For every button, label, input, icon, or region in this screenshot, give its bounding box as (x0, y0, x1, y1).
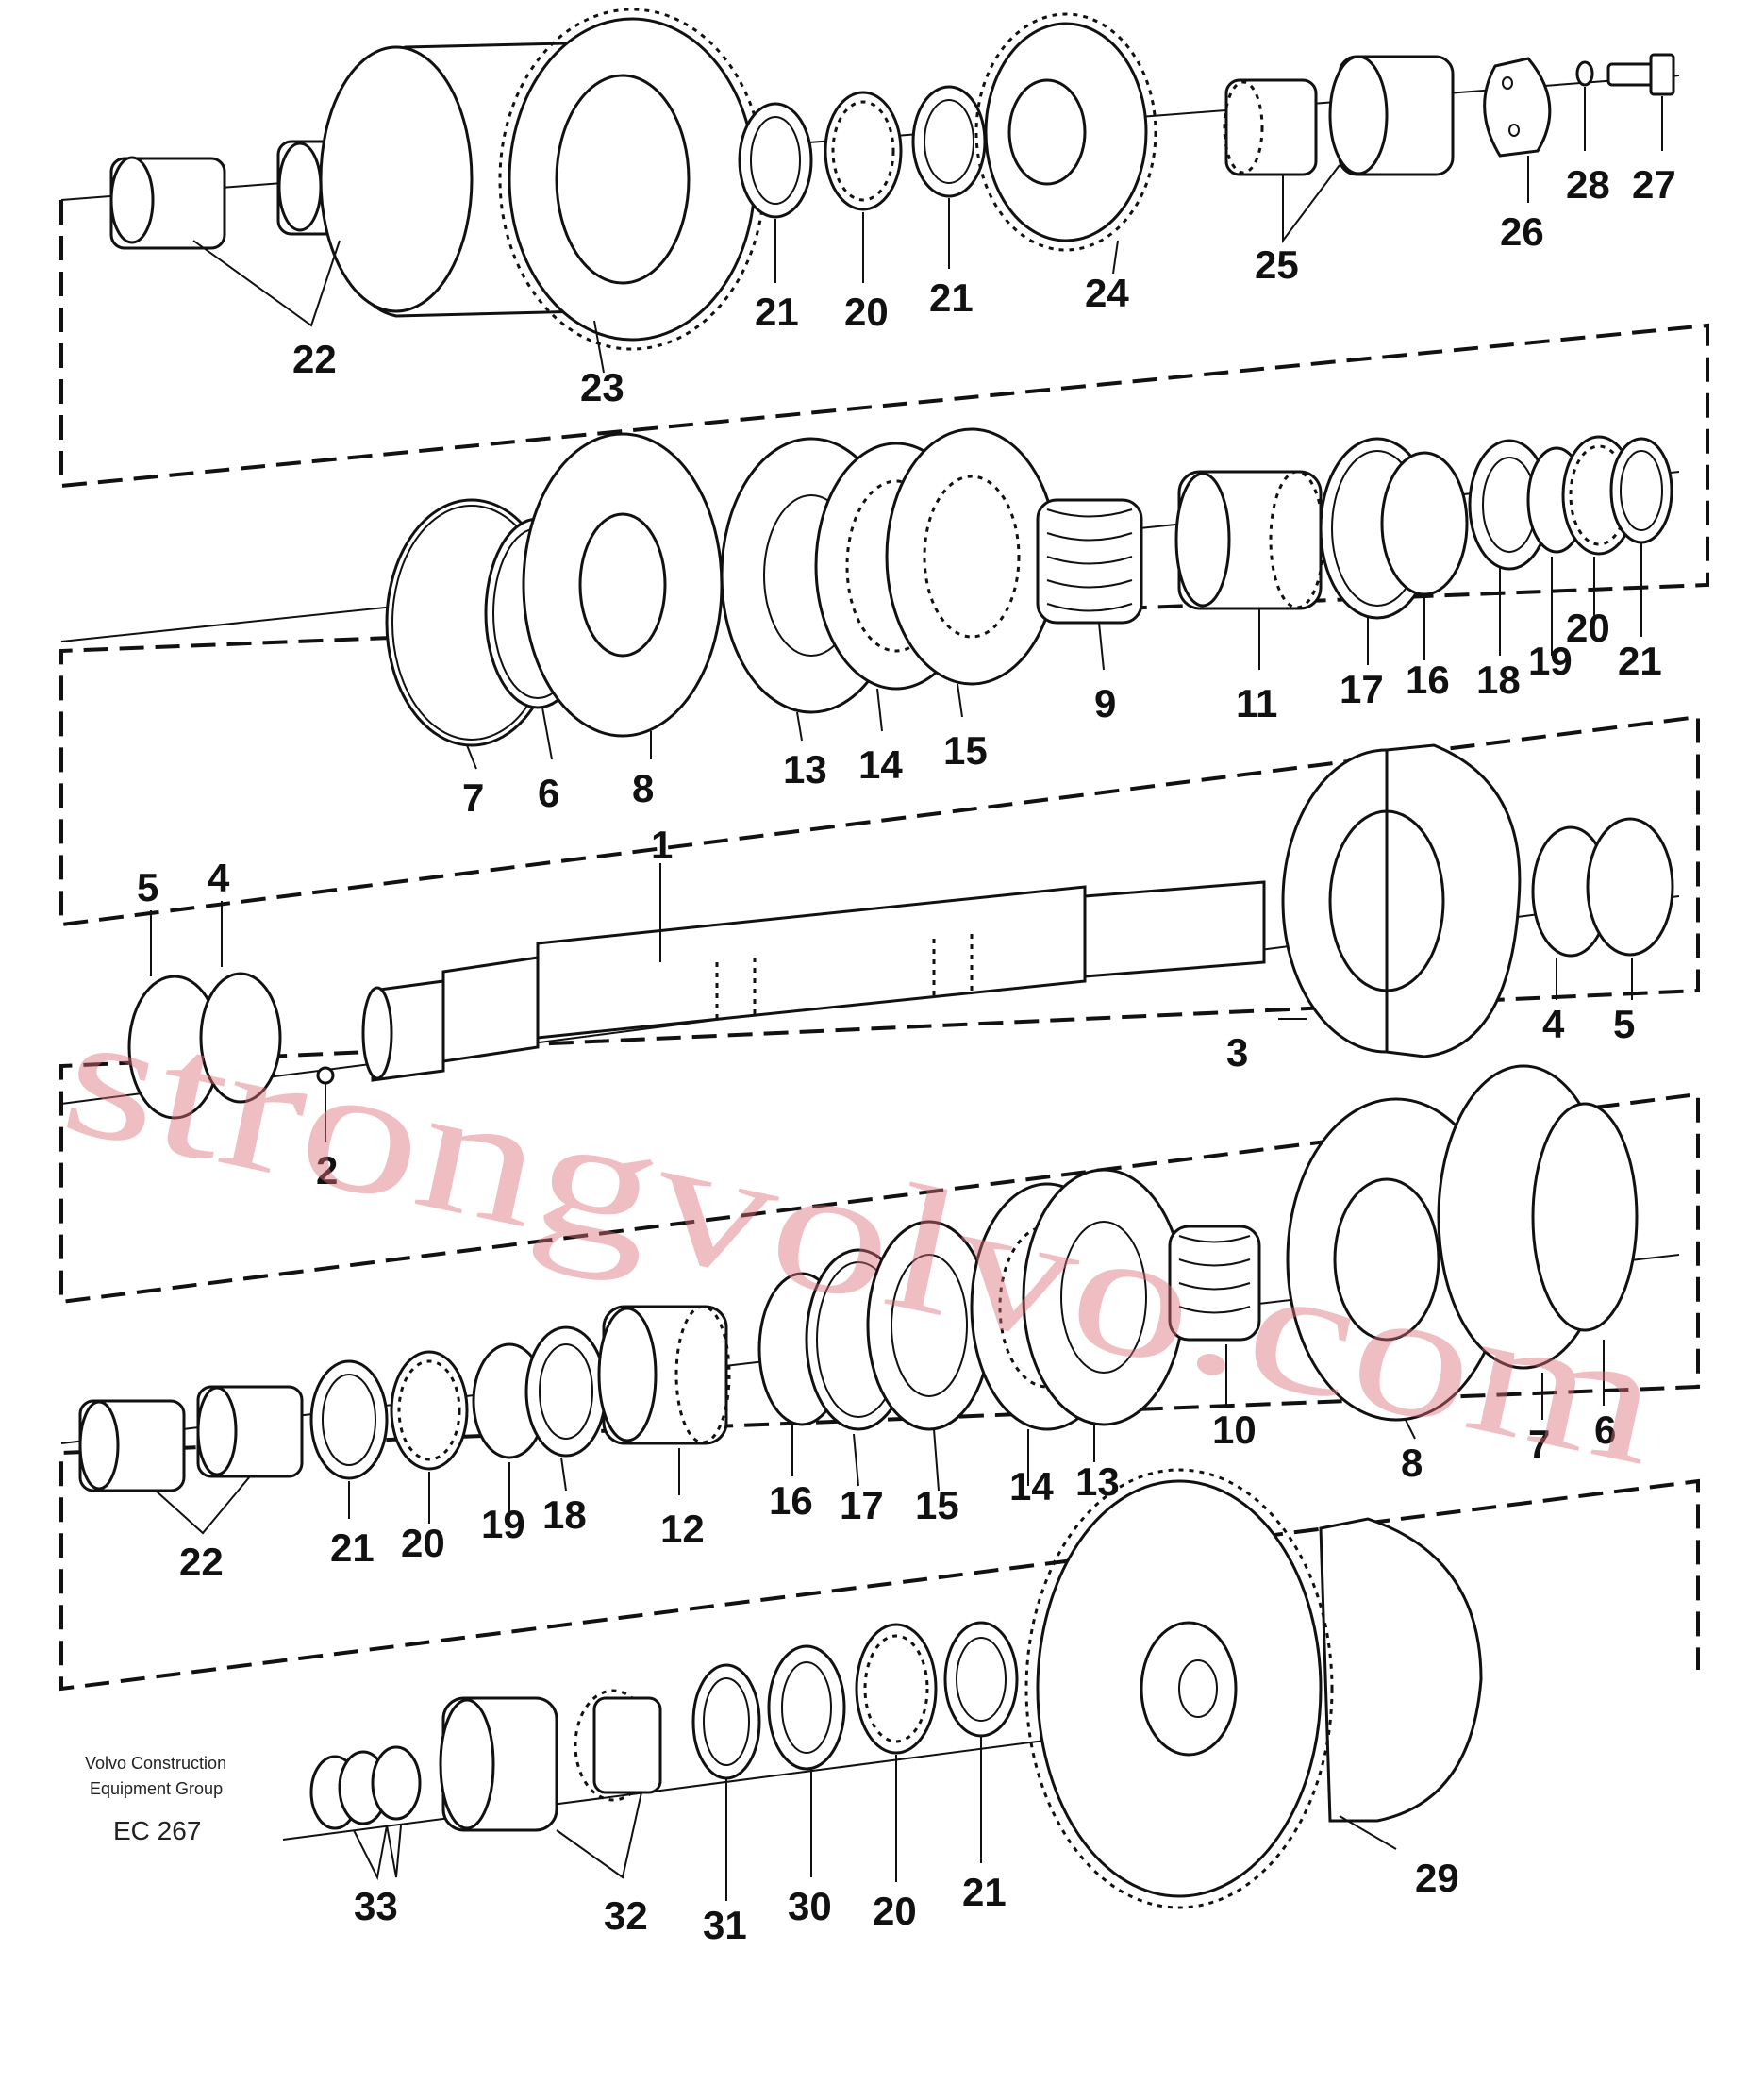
callout-15-upper: 15 (943, 728, 988, 773)
callout-10: 10 (1212, 1408, 1257, 1452)
footer-code: EC 267 (113, 1816, 201, 1845)
shaft-1 (361, 880, 1266, 1082)
callout-24: 24 (1085, 271, 1129, 315)
callout-22-top: 22 (292, 337, 337, 381)
piston-8-upper (522, 432, 724, 738)
callout-21-lower: 21 (330, 1525, 375, 1570)
callout-33: 33 (354, 1884, 398, 1928)
callout-21-top-b: 21 (929, 275, 974, 320)
callout-14-lower: 14 (1009, 1464, 1054, 1508)
ring-30 (767, 1644, 846, 1771)
callout-11: 11 (1236, 681, 1277, 725)
callout-20-bottom: 20 (873, 1889, 917, 1933)
gear-24 (974, 12, 1157, 252)
footer-company-line2: Equipment Group (90, 1779, 223, 1798)
callout-2: 2 (316, 1148, 338, 1192)
callout-21-upper: 21 (1618, 639, 1662, 683)
callout-28: 28 (1566, 162, 1610, 207)
footer-company-line1: Volvo Construction (85, 1754, 226, 1773)
bearing-25 (1223, 55, 1455, 176)
callout-31: 31 (703, 1903, 747, 1947)
hub-12 (597, 1305, 731, 1445)
callout-4-right: 4 (1542, 1002, 1565, 1046)
callout-16-lower: 16 (769, 1478, 813, 1523)
callout-8-lower: 8 (1401, 1441, 1423, 1485)
footer: Volvo Construction Equipment Group EC 26… (85, 1754, 226, 1845)
row2-parts (385, 427, 1673, 747)
callout-13-lower: 13 (1075, 1459, 1120, 1504)
callout-14-upper: 14 (858, 742, 903, 787)
bearing-32 (439, 1689, 662, 1832)
callout-12: 12 (660, 1507, 705, 1551)
callout-17-upper: 17 (1340, 667, 1384, 711)
disc-15-upper (885, 427, 1058, 686)
callout-22-lower: 22 (179, 1540, 224, 1584)
snap-ring-16-upper (1380, 451, 1469, 596)
callout-5-left: 5 (137, 865, 158, 909)
callout-labels: 22 23 21 20 21 24 25 26 28 27 7 6 8 13 1… (137, 162, 1676, 1947)
washer-21-lower (309, 1359, 389, 1480)
callout-20-lower: 20 (401, 1521, 445, 1565)
bearing-20-lower (390, 1350, 469, 1471)
leader-lines (150, 87, 1663, 1901)
row5-parts (309, 1468, 1483, 1909)
spring-10 (1168, 1225, 1261, 1342)
hub-11 (1174, 470, 1325, 610)
callout-26: 26 (1500, 209, 1544, 254)
callout-30: 30 (788, 1884, 832, 1928)
callout-3: 3 (1226, 1030, 1248, 1075)
row1-parts (109, 8, 1675, 351)
callout-21-bottom: 21 (962, 1870, 1007, 1914)
clutch-drum-23 (319, 8, 766, 351)
shim-33-c (371, 1745, 422, 1821)
callout-8-upper: 8 (632, 766, 654, 810)
callout-20-upper: 20 (1566, 606, 1610, 650)
callout-27: 27 (1632, 162, 1676, 207)
spring-9 (1036, 498, 1143, 625)
cap-26-washer-28-bolt-27 (1483, 53, 1675, 158)
callout-6-upper: 6 (538, 771, 559, 815)
callout-19-lower: 19 (481, 1502, 525, 1546)
callout-6-lower: 6 (1594, 1408, 1616, 1452)
row3-parts (127, 743, 1674, 1120)
bearing-20-bottom (855, 1623, 938, 1755)
callout-7-upper: 7 (462, 775, 484, 820)
callout-5-right: 5 (1613, 1002, 1635, 1046)
callout-16-upper: 16 (1406, 658, 1450, 702)
callout-9: 9 (1094, 681, 1116, 725)
callout-20-top: 20 (844, 290, 889, 334)
gear-29 (1024, 1468, 1483, 1909)
seal-6-lower (1531, 1102, 1639, 1332)
row4-parts (78, 1064, 1639, 1492)
callout-17-lower: 17 (840, 1483, 884, 1527)
housing-3 (1281, 743, 1522, 1058)
washers-21-20-21-top (738, 85, 987, 219)
callout-18-upper: 18 (1476, 658, 1521, 702)
ring-5-right (1586, 817, 1674, 957)
callout-29: 29 (1415, 1856, 1459, 1900)
snap-ring-4-left (199, 972, 282, 1104)
callout-15-lower: 15 (915, 1483, 959, 1527)
callout-18-lower: 18 (542, 1492, 587, 1537)
callout-4-left: 4 (208, 856, 230, 900)
callout-19-upper: 19 (1528, 639, 1573, 683)
callout-7-lower: 7 (1528, 1422, 1550, 1466)
callout-25: 25 (1255, 242, 1299, 287)
callout-23: 23 (580, 365, 624, 409)
callout-21-top-a: 21 (755, 290, 799, 334)
section-frames (59, 200, 1709, 1692)
callout-13-upper: 13 (783, 747, 827, 792)
callout-32: 32 (604, 1893, 648, 1938)
washer-18-lower (524, 1325, 608, 1458)
callout-1: 1 (651, 823, 673, 867)
